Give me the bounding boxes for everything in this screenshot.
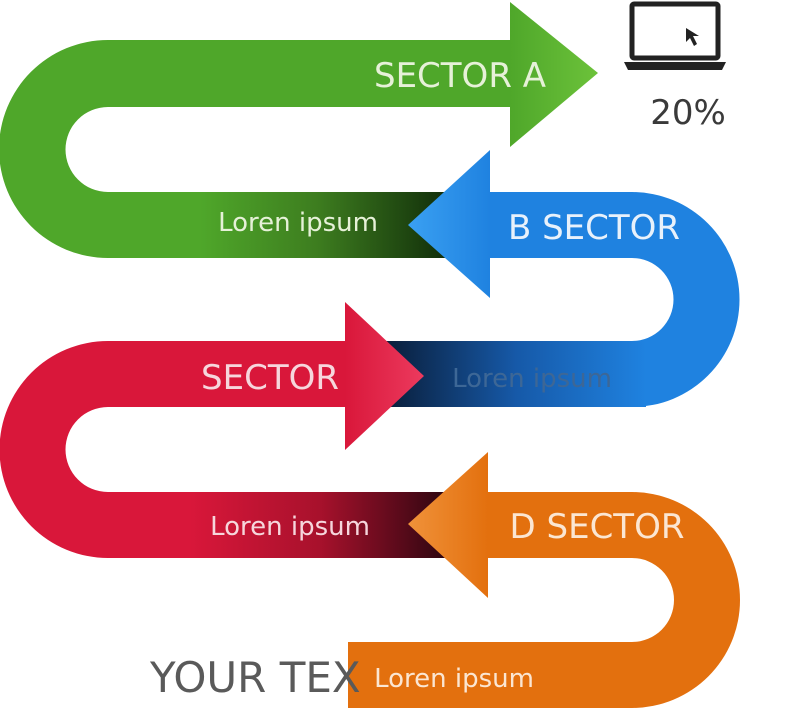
sector-a-head (510, 2, 598, 147)
sector-b-head (408, 150, 490, 298)
laptop-icon (624, 1, 726, 70)
footer-note: Loren ipsum (374, 664, 534, 694)
sector-c-note: Loren ipsum (210, 512, 370, 542)
sector-a-arrow (0, 2, 598, 258)
sector-c-arrow (0, 302, 448, 558)
device-value: 20% (650, 93, 726, 133)
sector-d-head (408, 452, 488, 598)
sector-c-head (345, 302, 424, 450)
sector-d-arrow (348, 452, 740, 708)
sector-c-shade (190, 492, 448, 558)
sector-b-arrow (386, 150, 740, 407)
sector-d-band (348, 492, 740, 708)
cursor-icon (686, 28, 699, 46)
sector-c-title: SECTOR (201, 358, 339, 398)
sector-d-title: D SECTOR (510, 507, 685, 547)
sector-b-title: B SECTOR (508, 208, 680, 248)
sector-a-title: SECTOR A (374, 56, 546, 96)
sector-b-note: Loren ipsum (452, 364, 612, 394)
sector-a-note: Loren ipsum (218, 208, 378, 238)
footer-headline: YOUR TEX (149, 653, 361, 702)
sector-b-shade (386, 341, 646, 407)
